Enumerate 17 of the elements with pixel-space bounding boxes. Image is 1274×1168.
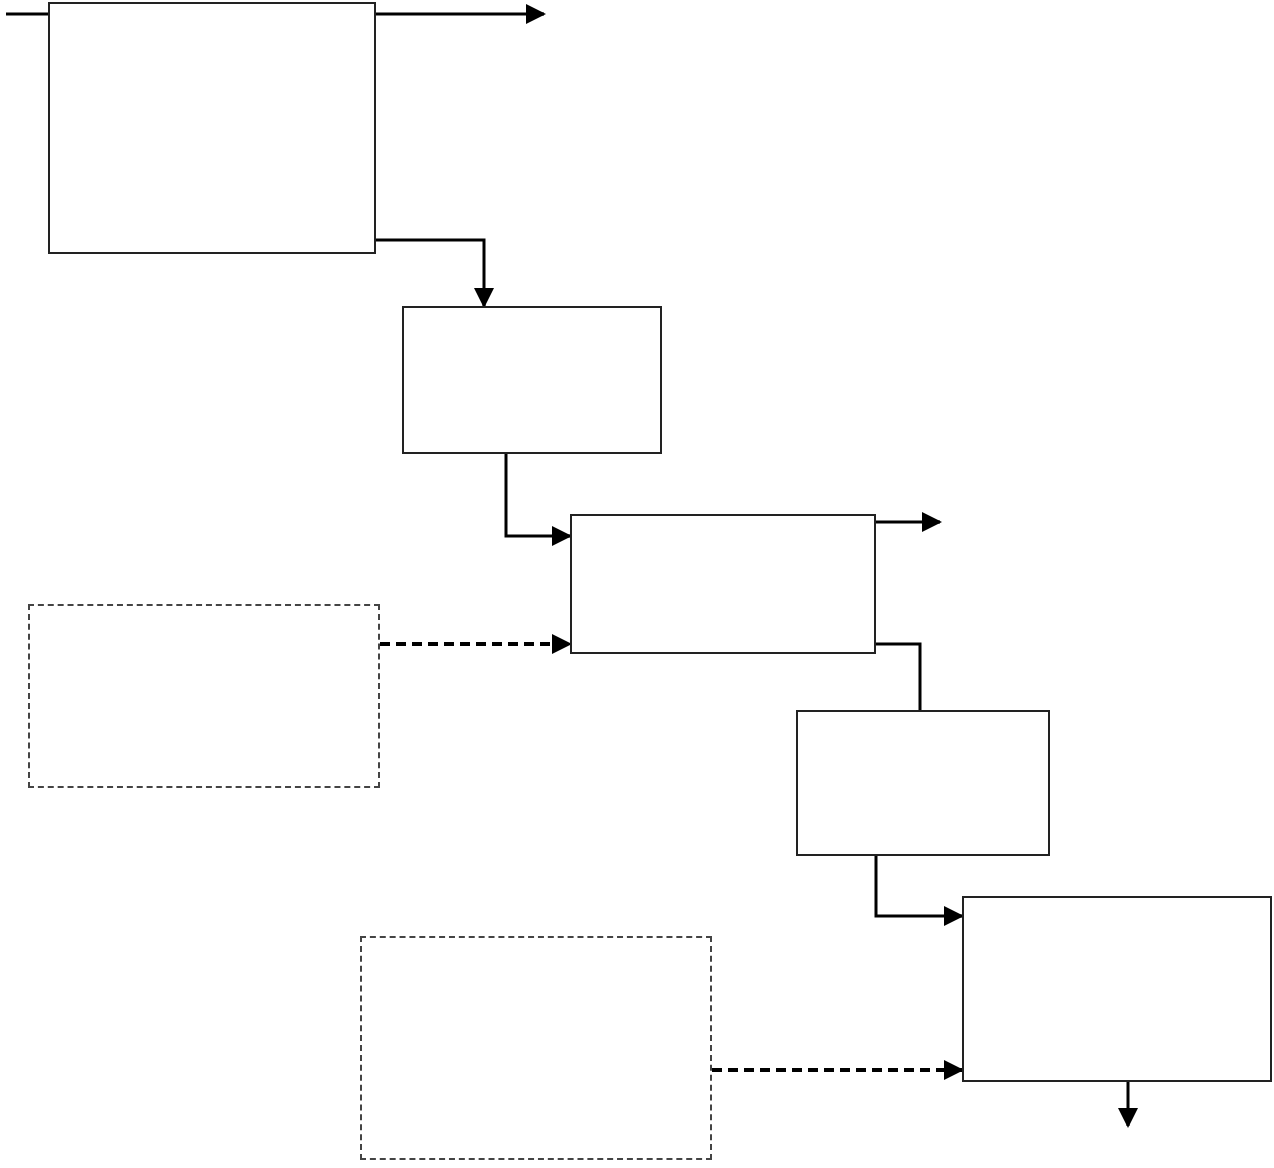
process-box <box>48 2 376 254</box>
connector-line <box>6 12 48 16</box>
connector-line <box>876 642 922 710</box>
dashed-box <box>360 936 712 1160</box>
dashed-box <box>28 604 380 788</box>
dashed-arrow <box>712 1060 964 1080</box>
process-box <box>570 514 876 654</box>
arrow <box>504 454 572 546</box>
process-box <box>796 710 1050 856</box>
process-box <box>962 896 1272 1082</box>
dashed-arrow <box>380 634 572 654</box>
arrow <box>376 4 546 24</box>
arrow <box>376 238 494 308</box>
process-box <box>402 306 662 454</box>
arrow <box>876 512 942 532</box>
arrow <box>874 856 964 926</box>
arrow <box>1118 1082 1138 1128</box>
